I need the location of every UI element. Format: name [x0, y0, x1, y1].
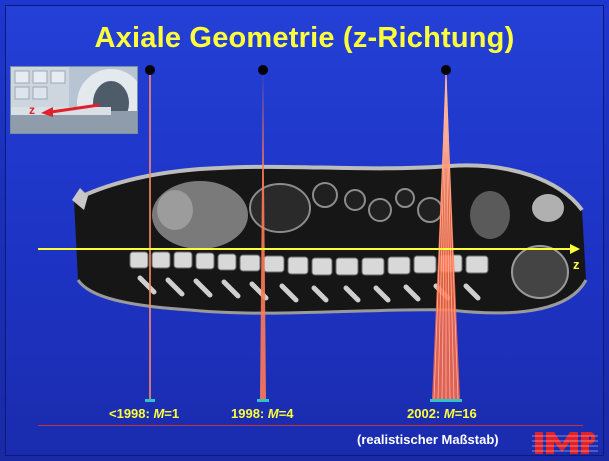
detector-m1 [145, 399, 155, 402]
beam-m4 [260, 70, 266, 400]
detector-label-m1-symbol: M [153, 406, 164, 421]
detector-label-m1: <1998: M=1 [109, 406, 179, 421]
imp-logo [532, 424, 598, 456]
focus-point-m4 [258, 65, 268, 75]
detector-label-m16-symbol: M [444, 406, 455, 421]
detector-label-m1-year: <1998: [109, 406, 153, 421]
beam-m16 [432, 70, 460, 400]
detector-label-m4-value: =4 [279, 406, 294, 421]
z-axis-label: z [573, 257, 580, 272]
detector-m4 [257, 399, 269, 402]
detector-m16 [430, 399, 462, 402]
detector-label-m16: 2002: M=16 [407, 406, 477, 421]
focus-point-m1 [145, 65, 155, 75]
detector-label-m4: 1998: M=4 [231, 406, 294, 421]
detector-label-m16-year: 2002: [407, 406, 444, 421]
scale-note: (realistischer Maßstab) [357, 432, 499, 447]
detector-label-m4-symbol: M [268, 406, 279, 421]
footer-divider [38, 425, 583, 426]
detector-label-m1-value: =1 [164, 406, 179, 421]
z-axis-arrowhead [570, 244, 580, 254]
detector-label-m16-value: =16 [455, 406, 477, 421]
detector-label-m4-year: 1998: [231, 406, 268, 421]
focus-point-m16 [441, 65, 451, 75]
